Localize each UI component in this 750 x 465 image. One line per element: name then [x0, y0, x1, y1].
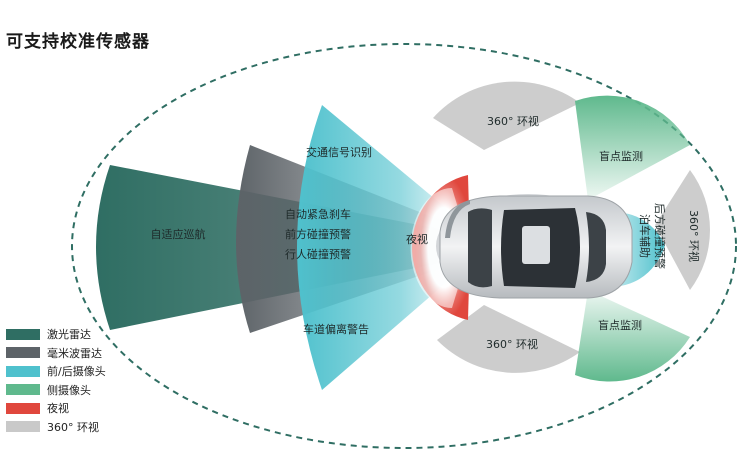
- legend-label: 前/后摄像头: [47, 365, 106, 379]
- legend-swatch: [6, 421, 40, 433]
- ldw-label: 车道偏离警告: [303, 322, 369, 336]
- blind-spot-zone-bottom: [575, 290, 690, 382]
- fcw-label: 前方碰撞预警: [285, 227, 351, 241]
- surround-view-zone-rear: [655, 170, 710, 290]
- legend-label: 侧摄像头: [47, 383, 91, 397]
- legend-label: 毫米波雷达: [47, 346, 102, 360]
- blind-spot-bottom-label: 盲点监测: [598, 318, 642, 332]
- legend-item-side-camera: 侧摄像头: [6, 381, 106, 400]
- legend-swatch: [6, 384, 40, 396]
- surround-view-rear-label: 360° 环视: [687, 210, 701, 262]
- car-top-view: [436, 194, 633, 299]
- surround-view-bottom-label: 360° 环视: [486, 337, 538, 351]
- legend-swatch: [6, 402, 40, 414]
- surround-view-zone-top: [433, 81, 580, 150]
- legend-item-surround-view: 360° 环视: [6, 418, 106, 437]
- tsr-label: 交通信号识别: [306, 145, 372, 159]
- legend-swatch: [6, 365, 40, 377]
- legend-label: 夜视: [47, 402, 69, 416]
- legend-item-lidar: 激光雷达: [6, 325, 106, 344]
- legend: 激光雷达 毫米波雷达 前/后摄像头 侧摄像头 夜视 360° 环视: [6, 325, 106, 436]
- parking-assist-label: 泊车辅助: [638, 214, 652, 258]
- rear-collision-warning-label: 后方碰撞预警: [653, 203, 667, 269]
- coverage-boundary: [71, 43, 737, 449]
- acc-label: 自适应巡航: [151, 227, 206, 241]
- legend-swatch: [6, 347, 40, 359]
- surround-view-top-label: 360° 环视: [487, 114, 539, 128]
- pcw-label: 行人碰撞预警: [285, 247, 351, 261]
- page-title: 可支持校准传感器: [6, 32, 150, 52]
- legend-swatch: [6, 328, 40, 340]
- legend-label: 360° 环视: [47, 420, 99, 434]
- surround-view-zone-bottom: [437, 305, 580, 373]
- blind-spot-top-label: 盲点监测: [599, 149, 643, 163]
- front-camera-zone: [297, 105, 470, 390]
- night-vision-label: 夜视: [406, 232, 428, 246]
- blind-spot-zone-top: [575, 95, 690, 200]
- legend-item-radar: 毫米波雷达: [6, 344, 106, 363]
- legend-label: 激光雷达: [47, 328, 91, 342]
- legend-item-front-rear-camera: 前/后摄像头: [6, 362, 106, 381]
- aeb-label: 自动紧急刹车: [285, 207, 351, 221]
- legend-item-night-vision: 夜视: [6, 399, 106, 418]
